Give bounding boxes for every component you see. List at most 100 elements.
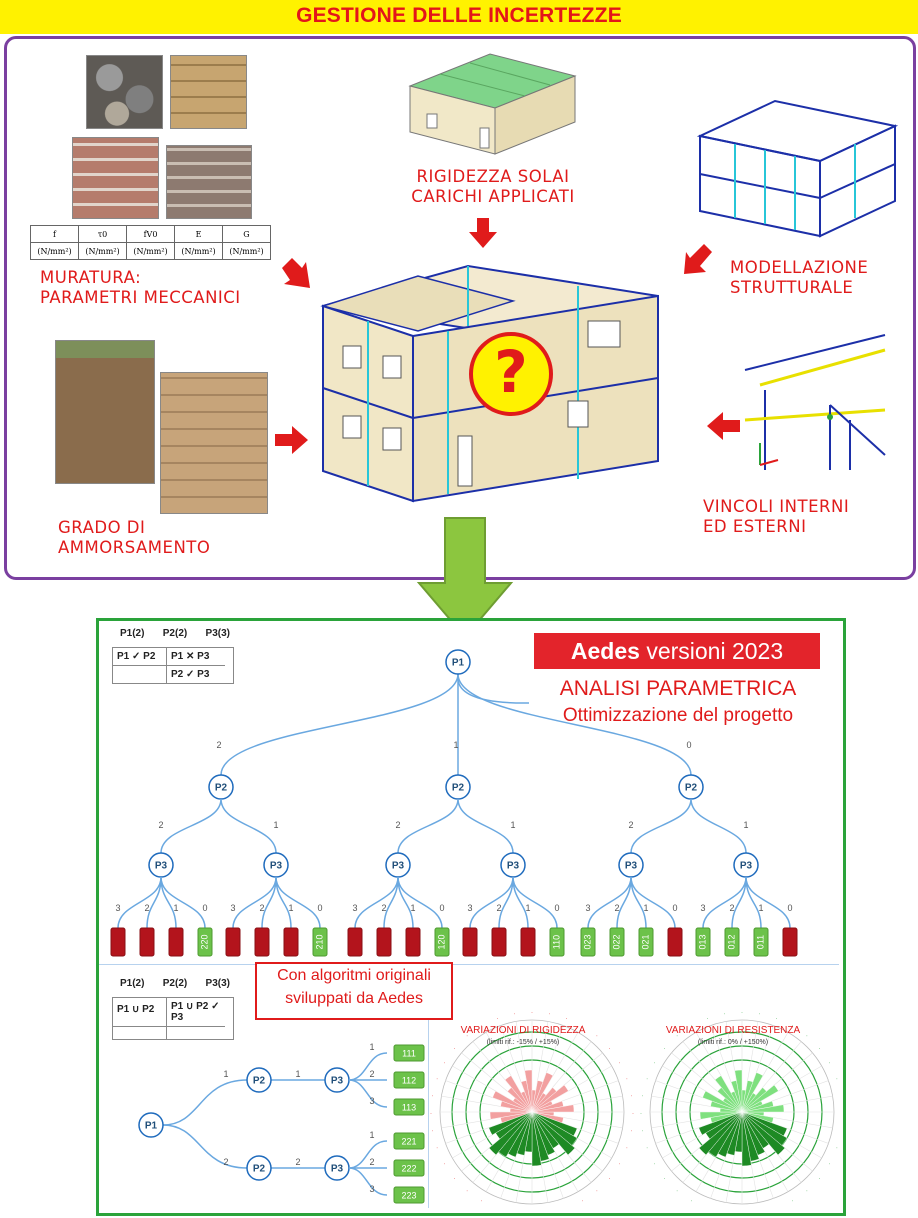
result-box: [434, 927, 450, 957]
edge-label: 2: [223, 1157, 228, 1167]
brick-texture-1: [72, 137, 159, 219]
result-box: [376, 927, 392, 957]
wall-photo-1: [55, 340, 155, 484]
result-box-label: 222: [401, 1164, 416, 1174]
radar-rigidezza-title: VARIAZIONI DI RIGIDEZZA: [460, 1025, 586, 1036]
edge-label: 1: [173, 903, 178, 913]
edge-label: 2: [729, 903, 734, 913]
arrow-diag-left-icon: [684, 244, 712, 274]
tree-edge: [261, 876, 277, 929]
constraints-illustration: [744, 334, 886, 470]
radar-tick-dot: ·: [582, 1198, 584, 1204]
edge-label: 1: [288, 903, 293, 913]
result-box: [393, 1132, 425, 1150]
edge-label: 3: [585, 903, 590, 913]
divider-horizontal: [99, 964, 839, 965]
edge-label: 2: [496, 903, 501, 913]
radar-tick-dot: ·: [676, 1188, 678, 1194]
legend-header: P2(2): [162, 978, 188, 989]
tree-edge: [348, 1140, 388, 1169]
tree-edge: [616, 876, 632, 929]
legend-header: P3(3): [205, 978, 230, 989]
edge-label: 3: [700, 903, 705, 913]
edge-label: 3: [369, 1184, 374, 1194]
tree-edge: [162, 1079, 248, 1126]
tree-edge: [220, 798, 277, 854]
result-box-label: 111: [402, 1049, 416, 1059]
radar-tick-dot: ·: [436, 1076, 438, 1082]
edge-label: 2: [628, 820, 633, 830]
radar-tick-dot: ·: [481, 1198, 483, 1204]
radar-sector: [504, 1075, 533, 1113]
radar-sector: [531, 1072, 554, 1113]
page-title: GESTIONE DELLE INCERTEZZE: [0, 0, 918, 34]
radar-tick-dot: ·: [836, 1076, 838, 1082]
result-box-label: 221: [401, 1137, 416, 1147]
tree-edge: [160, 798, 222, 854]
radar-sector: [698, 1111, 743, 1156]
tree-edge: [397, 798, 459, 854]
edge-label: 1: [295, 1069, 300, 1079]
radar-sector: [741, 1072, 764, 1113]
radar-tick-dot: ·: [496, 1206, 498, 1208]
radar-tick-dot: ·: [646, 1076, 648, 1082]
result-box: [753, 927, 769, 957]
radar-sector: [741, 1104, 785, 1113]
param-unit: (N/mm²): [222, 242, 271, 260]
rigidezza-label: RIGIDEZZA SOLAI CARICHI APPLICATI: [396, 167, 590, 207]
legend-cell: P1 ∪ P2: [113, 998, 167, 1027]
tree-node-label: P3: [270, 861, 283, 872]
tree-node: [138, 1112, 164, 1138]
legend-cell: P2 ✓ P3: [171, 669, 210, 680]
radar-tick-dot: ·: [654, 1162, 656, 1168]
radar-tick-dot: ·: [566, 1016, 568, 1022]
edge-label: 1: [510, 820, 515, 830]
edge-label: 1: [525, 903, 530, 913]
edge-label: 2: [144, 903, 149, 913]
edge-label: 0: [554, 903, 559, 913]
algorithm-callout: Con algoritmi originali sviluppati da Ae…: [255, 962, 453, 1020]
tree-edge: [587, 876, 632, 929]
edge-label: 2: [395, 820, 400, 830]
radar-tick-dot: ·: [706, 1016, 708, 1022]
result-box: [254, 927, 270, 957]
result-box-label: 220: [199, 934, 209, 949]
result-box: [393, 1159, 425, 1177]
radar-tick-dot: ·: [792, 1198, 794, 1204]
mechanical-parameters-table: f τ0 fV0 E G (N/mm²) (N/mm²) (N/mm²) (N/…: [30, 225, 271, 260]
modellazione-line-1: MODELLAZIONE: [730, 258, 869, 277]
result-box-label: 013: [697, 934, 707, 949]
radar-tick-dot: ·: [549, 1012, 551, 1018]
radar-tick-dot: ·: [626, 1146, 628, 1152]
edge-label: 1: [743, 820, 748, 830]
analysis-subtitle: Ottimizzazione del progetto: [562, 705, 794, 726]
edge-label: 1: [643, 903, 648, 913]
radar-tick-dot: ·: [792, 1024, 794, 1030]
grado-line-2: AMMORSAMENTO: [58, 538, 211, 557]
legend-cell-empty: [113, 666, 167, 683]
tree-node-label: P3: [331, 1164, 344, 1175]
tree-edge: [348, 1167, 388, 1196]
radar-tick-dot: ·: [776, 1206, 778, 1208]
tree-edge: [469, 876, 514, 929]
radar-tick-dot: ·: [664, 1176, 666, 1182]
wall-photo-2: [160, 372, 268, 514]
radar-tick-dot: ·: [466, 1034, 468, 1040]
tree-edge: [745, 876, 791, 929]
radar-resistenza-title: VARIAZIONI DI RESISTENZA: [665, 1025, 801, 1036]
radar-sector: [488, 1111, 533, 1136]
radar-tick-dot: ·: [596, 1034, 598, 1040]
radar-tick-dot: ·: [676, 1034, 678, 1040]
radar-tick-dot: ·: [723, 1012, 725, 1018]
radar-tick-dot: ·: [566, 1206, 568, 1208]
callout-line-2: sviluppati da Aedes: [285, 990, 423, 1007]
arrow-right-icon: [275, 426, 308, 454]
result-box: [782, 927, 798, 957]
result-box: [393, 1098, 425, 1116]
tree-node-label: P3: [155, 861, 168, 872]
edge-label: 1: [223, 1069, 228, 1079]
result-box-label: 113: [402, 1103, 416, 1113]
result-box-label: 210: [314, 934, 324, 949]
tree-node-label: P1: [452, 658, 465, 669]
